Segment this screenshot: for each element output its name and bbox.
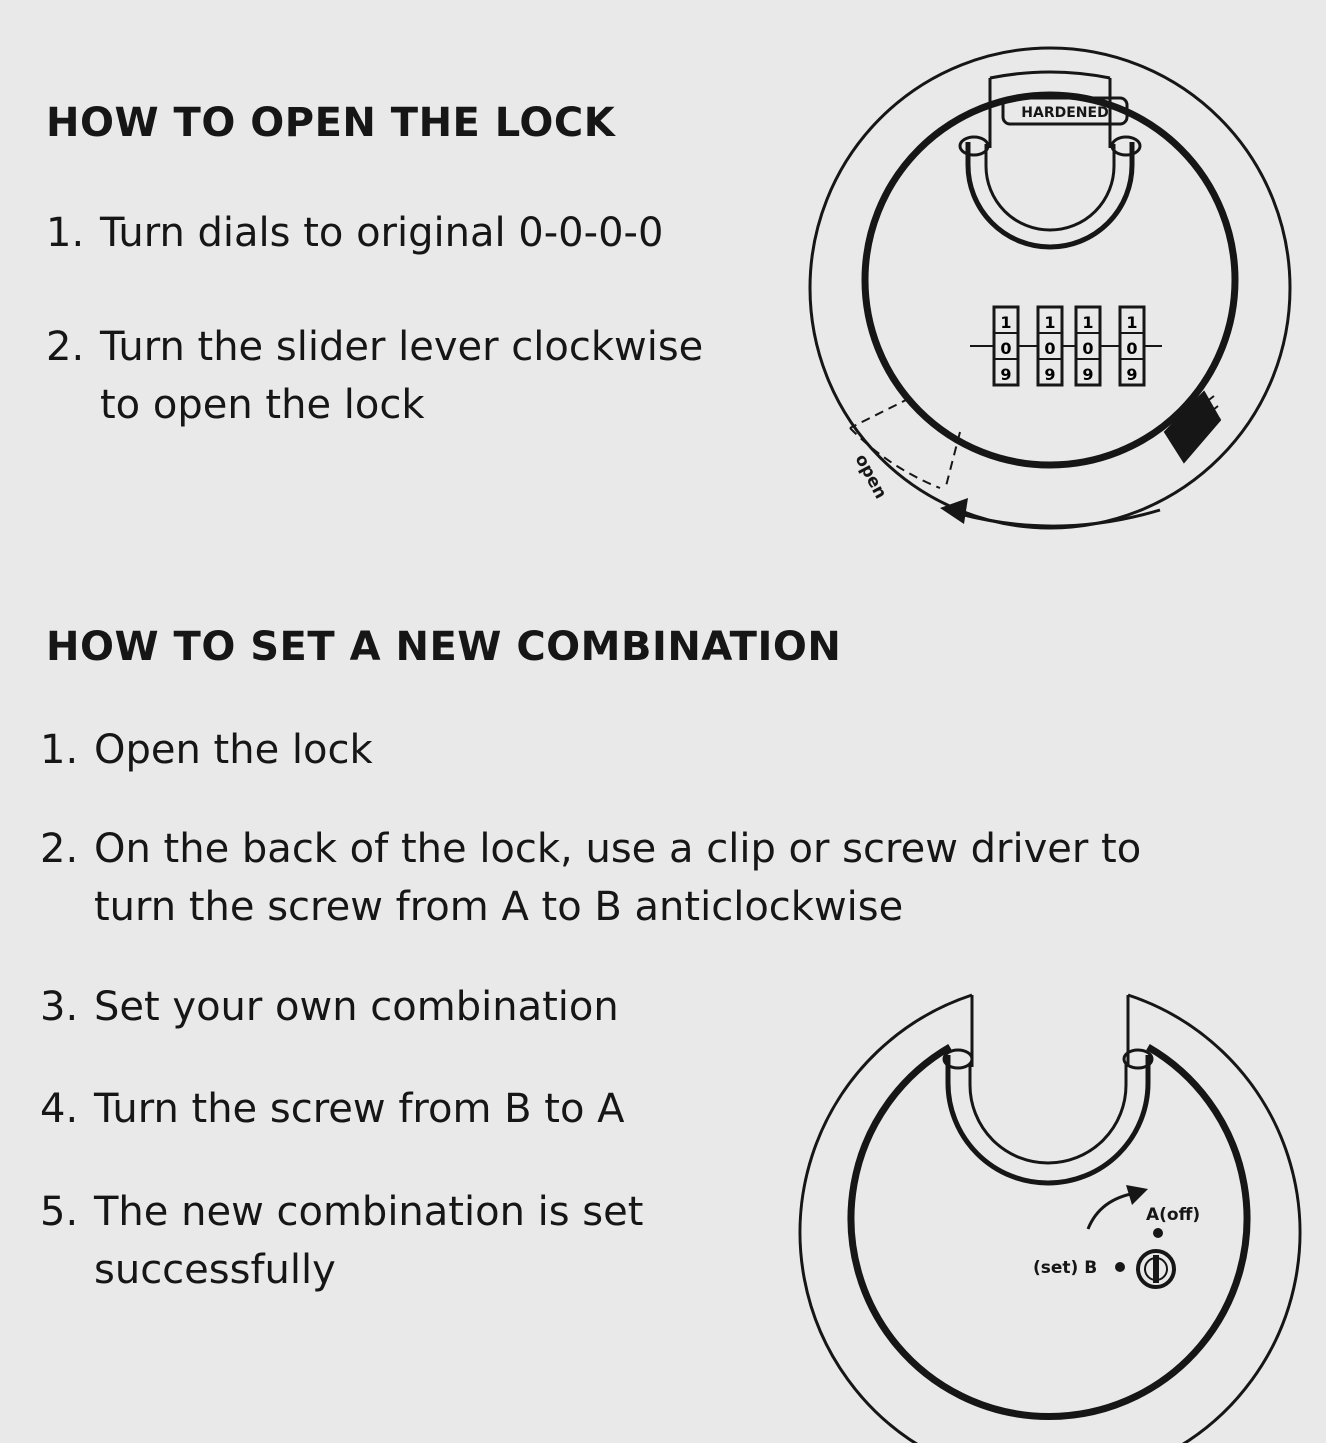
dial-digit: 0 [1044, 339, 1055, 358]
screw-arrow [1086, 1191, 1137, 1230]
dial-digit: 1 [1000, 313, 1011, 332]
dial-digit: 9 [1000, 365, 1011, 384]
step-text: Turn dials to original 0-0-0-0 [100, 210, 664, 256]
lock-outer-ring [808, 46, 1292, 530]
dial-3: 1 0 9 [1074, 305, 1102, 387]
step-number: 2. [40, 826, 79, 872]
label-set-b: (set) B [1033, 1258, 1097, 1278]
dial-digit: 1 [1126, 313, 1137, 332]
step-text-continued: turn the screw from A to B anticlockwise [94, 884, 904, 930]
step-text: Turn the slider lever clockwise [100, 324, 704, 370]
position-b-dot [1115, 1262, 1125, 1272]
shackle [965, 142, 1135, 250]
reset-screw-icon [1136, 1249, 1176, 1289]
hinge-left [942, 1048, 974, 1070]
screw-arrow-head [1126, 1185, 1148, 1205]
hinge-right [1122, 1048, 1154, 1070]
step-number: 4. [40, 1086, 79, 1132]
dial-digit: 9 [1082, 365, 1093, 384]
dial-digit: 0 [1126, 339, 1137, 358]
set-step-5: 5. The new combination is set successfull… [40, 1183, 643, 1299]
open-indicator [849, 397, 961, 491]
rotate-arrow [959, 508, 1161, 528]
shackle-hinge-right [1110, 135, 1142, 157]
shackle-channel [945, 1055, 1151, 1186]
dial-digit: 1 [1082, 313, 1093, 332]
lock-front-diagram: HARDENED 1 0 9 1 0 9 1 0 9 1 0 9 [808, 46, 1292, 530]
open-section-title: HOW TO OPEN THE LOCK [46, 100, 616, 146]
dial-1: 1 0 9 [992, 305, 1020, 387]
set-step-2: 2. On the back of the lock, use a clip or… [40, 820, 1141, 936]
slider-lever [1163, 390, 1222, 464]
set-section-title: HOW TO SET A NEW COMBINATION [46, 624, 842, 670]
step-text: Set your own combination [94, 984, 619, 1030]
rotate-arrow-head [940, 498, 968, 524]
step-number: 1. [40, 727, 79, 773]
open-step-2: 2. Turn the slider lever clockwise to ope… [46, 318, 703, 434]
lock-inner-ring [861, 91, 1239, 469]
set-step-3: 3. Set your own combination [40, 978, 619, 1036]
dial-digit: 9 [1044, 365, 1055, 384]
step-text: The new combination is set [94, 1189, 644, 1235]
step-text: Open the lock [94, 727, 373, 773]
step-text-continued: successfully [94, 1247, 336, 1293]
step-number: 2. [46, 324, 85, 370]
dial-digit: 0 [1082, 339, 1093, 358]
set-step-4: 4. Turn the screw from B to A [40, 1080, 625, 1138]
open-step-1: 1. Turn dials to original 0-0-0-0 [46, 204, 663, 262]
step-number: 3. [40, 984, 79, 1030]
hardened-plate [1001, 96, 1129, 126]
lock-outer-ring [798, 993, 1302, 1443]
set-step-1: 1. Open the lock [40, 721, 373, 779]
label-a-off: A(off) [1146, 1205, 1200, 1225]
step-text: Turn the screw from B to A [94, 1086, 625, 1132]
dial-2: 1 0 9 [1036, 305, 1064, 387]
dial-digit: 0 [1000, 339, 1011, 358]
dial-digit: 1 [1044, 313, 1055, 332]
step-number: 5. [40, 1189, 79, 1235]
hardened-stamp: HARDENED [1021, 105, 1108, 121]
lock-inner-ring [847, 1043, 1251, 1420]
step-text-continued: to open the lock [100, 382, 425, 428]
dial-4: 1 0 9 [1118, 305, 1146, 387]
position-a-dot [1153, 1228, 1163, 1238]
lock-back-diagram: A(off) (set) B [798, 993, 1302, 1443]
step-number: 1. [46, 210, 85, 256]
dial-digit: 9 [1126, 365, 1137, 384]
step-text: On the back of the lock, use a clip or s… [94, 826, 1142, 872]
shackle-hinge-left [958, 135, 990, 157]
